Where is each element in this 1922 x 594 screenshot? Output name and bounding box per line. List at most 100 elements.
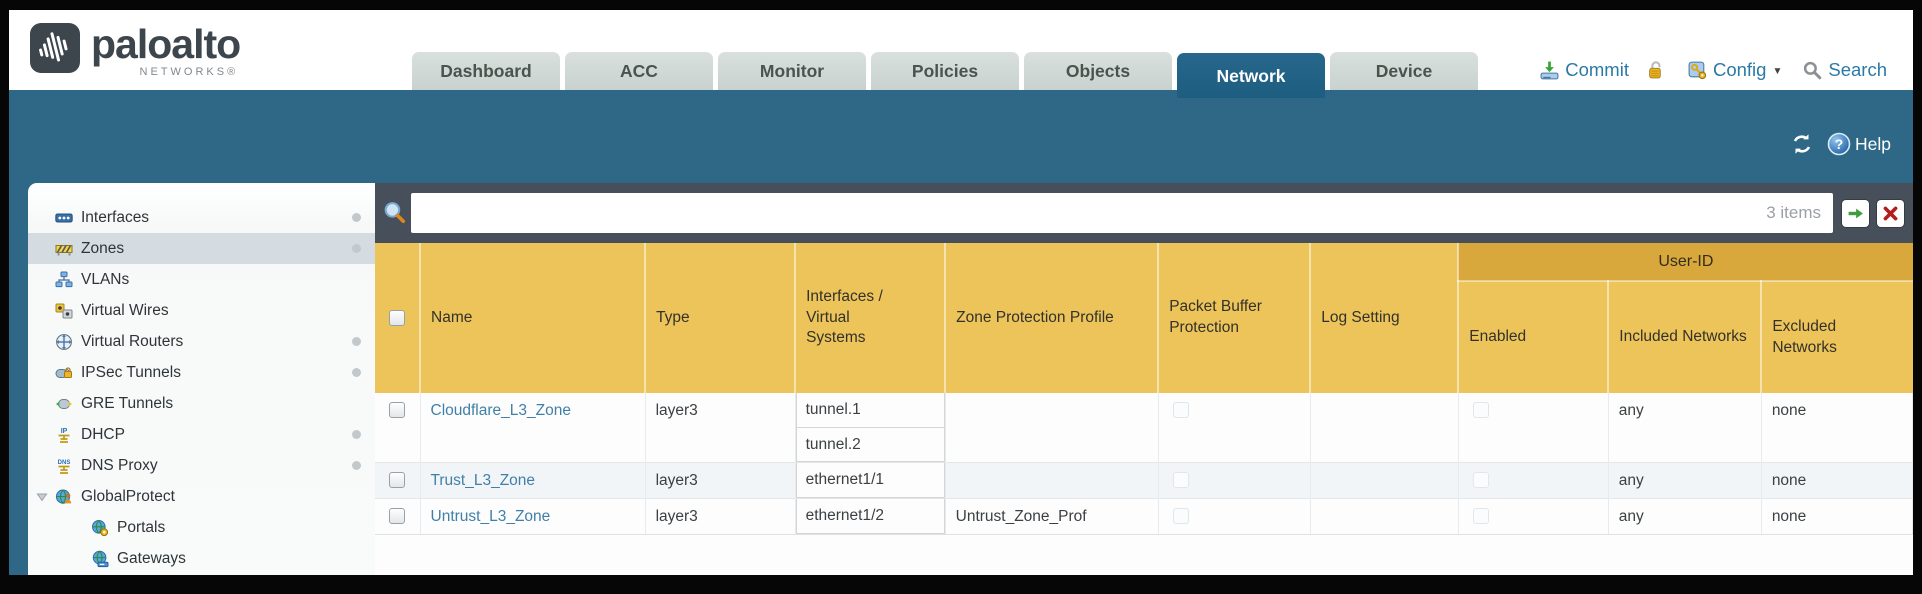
row-checkbox[interactable] [389,472,406,488]
sidebar-item-globalprotect[interactable]: GlobalProtect [28,481,375,512]
sidebar-item-label: Portals [117,518,166,536]
tab-monitor[interactable]: Monitor [718,52,866,90]
dhcp-icon: IP [55,426,73,444]
help-label[interactable]: Help [1855,133,1891,154]
tab-objects[interactable]: Objects [1024,52,1172,90]
apply-filter-button[interactable] [1842,200,1869,227]
select-all-checkbox[interactable] [389,310,405,326]
zone-name-link[interactable]: Trust_L3_Zone [430,472,536,489]
zones-table: Name Type Interfaces / Virtual Systems Z… [375,243,1913,535]
sidebar-item-label: Interfaces [81,208,150,226]
sidebar-item-label: DHCP [81,425,125,443]
tab-acc[interactable]: ACC [565,52,713,90]
tab-dashboard[interactable]: Dashboard [412,52,560,90]
interfaces-icon [55,209,73,227]
sidebar-item-label: VLANs [81,270,130,288]
col-header-included-networks[interactable]: Included Networks [1608,281,1763,393]
config-button[interactable]: Config [1712,59,1767,80]
col-header-packet-buffer-protection[interactable]: Packet Buffer Protection [1158,243,1312,393]
interface-entry: tunnel.2 [795,427,945,462]
packet-buffer-protection-checkbox[interactable] [1172,508,1189,524]
excluded-networks: none [1771,508,1807,525]
globalprotect-icon [55,488,73,506]
packet-buffer-protection-checkbox[interactable] [1172,472,1189,488]
help-icon[interactable]: ? [1827,132,1851,156]
zone-type: layer3 [655,472,698,489]
interface-entry: tunnel.1 [795,393,945,428]
header-actions: Commit Config ▼ Search [1539,59,1887,81]
col-header-type[interactable]: Type [645,243,797,393]
included-networks: any [1618,508,1644,525]
search-button[interactable]: Search [1828,59,1887,80]
ipsec-tunnels-icon [55,364,73,382]
sidebar-item-gre-tunnels[interactable]: GRE Tunnels [28,388,375,419]
sidebar-item-label: DNS Proxy [81,456,158,474]
commit-button[interactable]: Commit [1565,59,1629,80]
sidebar-item-virtual-routers[interactable]: Virtual Routers [28,326,375,357]
col-header-interfaces[interactable]: Interfaces / Virtual Systems [795,243,947,393]
lock-icon[interactable] [1645,60,1666,81]
col-group-user-id: User-ID [1458,243,1913,282]
user-id-enabled-checkbox[interactable] [1472,472,1489,488]
row-checkbox[interactable] [389,402,406,418]
sidebar-item-zones[interactable]: Zones [28,233,375,264]
col-header-enabled[interactable]: Enabled [1458,281,1610,393]
svg-text:?: ? [1835,136,1844,152]
col-header-name[interactable]: Name [420,243,647,393]
config-icon[interactable] [1687,60,1708,81]
sidebar-item-label: GRE Tunnels [81,394,174,412]
col-header-excluded-networks[interactable]: Excluded Networks [1761,281,1913,393]
sidebar-item-virtual-wires[interactable]: Virtual Wires [28,295,375,326]
filter-search-icon[interactable] [382,200,407,225]
paloalto-logo-icon [30,23,80,73]
refresh-icon[interactable] [1790,132,1814,156]
clear-filter-button[interactable] [1877,200,1904,227]
sidebar-item-portals[interactable]: Portals [28,512,375,543]
chevron-down-icon[interactable]: ▼ [1772,65,1783,77]
zone-name-link[interactable]: Cloudflare_L3_Zone [430,402,571,419]
band-actions: ? Help [1790,132,1891,156]
excluded-networks: none [1771,402,1807,419]
packet-buffer-protection-checkbox[interactable] [1172,402,1189,418]
sidebar-item-dhcp[interactable]: IP DHCP [28,419,375,450]
zones-icon [55,240,73,258]
sidebar-item-label: Virtual Routers [81,332,184,350]
row-checkbox[interactable] [389,508,406,524]
items-count: 3 items [1766,203,1821,222]
filter-input[interactable] [411,193,1767,233]
sidebar-item-interfaces[interactable]: Interfaces [28,202,375,233]
main-content: 3 items Name Type Interfaces / Virtual [375,183,1913,575]
tab-device[interactable]: Device [1330,52,1478,90]
virtual-wires-icon [55,302,73,320]
help-button[interactable]: ? Help [1827,132,1891,156]
gre-tunnels-icon [55,395,73,413]
sidebar-item-label: Gateways [117,549,186,567]
col-header-log-setting[interactable]: Log Setting [1310,243,1460,393]
included-networks: any [1618,402,1644,419]
tab-network[interactable]: Network [1177,53,1325,98]
col-header-zone-protection-profile[interactable]: Zone Protection Profile [945,243,1160,393]
sidebar-item-ipsec-tunnels[interactable]: IPSec Tunnels [28,357,375,388]
search-icon[interactable] [1802,60,1823,81]
user-id-enabled-checkbox[interactable] [1472,508,1489,524]
user-id-enabled-checkbox[interactable] [1472,402,1489,418]
zone-name-link[interactable]: Untrust_L3_Zone [430,508,551,525]
sidebar-item-gateways[interactable]: Gateways [28,543,375,574]
virtual-routers-icon [55,333,73,351]
commit-icon[interactable] [1539,60,1560,81]
sidebar-item-vlans[interactable]: VLANs [28,264,375,295]
sidebar-item-label: GlobalProtect [81,487,175,505]
vlans-icon [55,271,73,289]
status-dot-icon [352,213,361,222]
tab-policies[interactable]: Policies [871,52,1019,90]
excluded-networks: none [1771,472,1807,489]
zone-type: layer3 [655,402,698,419]
expand-collapse-icon[interactable] [36,491,48,503]
status-dot-icon [352,430,361,439]
